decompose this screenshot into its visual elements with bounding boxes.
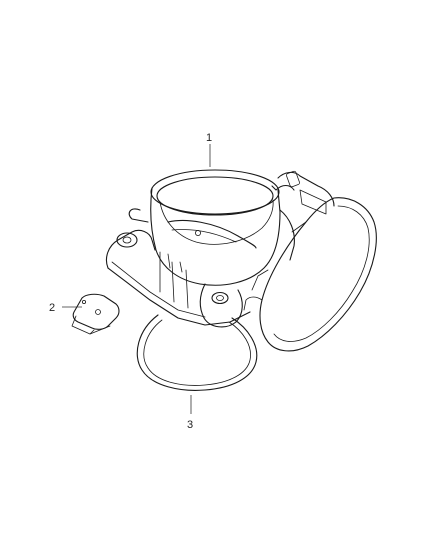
mount-bolt-hole-left xyxy=(116,232,138,248)
part-3-seal-ring xyxy=(136,314,258,391)
callout-label-2: 2 xyxy=(49,302,55,314)
part-1-throttle-body xyxy=(105,169,377,352)
callout-3: 3 xyxy=(187,395,193,431)
callout-label-1: 1 xyxy=(206,132,212,144)
bore-opening xyxy=(150,169,280,215)
actuator-cover xyxy=(259,197,377,352)
callout-2: 2 xyxy=(49,302,82,314)
callout-label-3: 3 xyxy=(187,419,193,431)
part-2-sensor-bracket xyxy=(71,293,120,335)
callout-1: 1 xyxy=(206,132,212,167)
mount-bolt-hole-lower xyxy=(211,291,229,305)
